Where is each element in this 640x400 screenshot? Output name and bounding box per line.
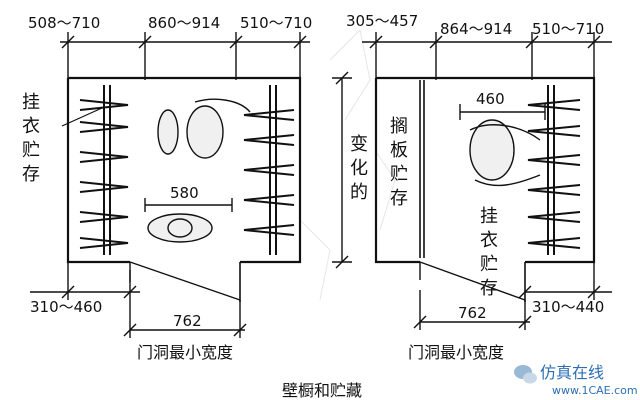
left-top-dimension [60,32,310,80]
person-figures [147,98,251,243]
middle-char-1: 变 [350,134,368,155]
left-hanging-rack-right [243,85,295,255]
left-hanging-label: 挂 衣 贮 存 [22,92,40,185]
right-door-dim: 762 [458,304,487,322]
left-hanging-char-1: 挂 [22,92,40,113]
right-bottom-dimension [518,262,612,300]
right-hanging-label: 挂 衣 贮 存 [480,206,498,299]
right-door-dimension [413,290,532,330]
right-hanging-char-2: 衣 [480,230,498,251]
left-bottom-dimension [30,262,140,300]
left-door-dim: 762 [173,312,202,330]
left-door-dimension [123,300,247,338]
right-top-dimension [362,32,612,80]
right-hanging-char-1: 挂 [480,206,498,227]
left-top-dim-3: 510～710 [240,14,312,32]
right-bottom-right-dim: 310～440 [532,298,604,316]
right-shelf-char-1: 搁 [390,116,408,137]
right-inner-dim: 460 [476,90,505,108]
right-shelf-label: 搁 板 贮 存 [390,116,408,209]
right-person-figure [469,119,541,187]
left-hanging-char-4: 存 [22,164,40,185]
right-closet-walls [374,76,596,302]
middle-char-2: 化 [350,158,368,179]
left-top-dim-2: 860～914 [148,14,220,32]
right-hanging-rack [527,85,581,255]
right-top-dim-2: 864～914 [440,20,512,38]
right-door-caption: 门洞最小宽度 [408,343,504,362]
left-hanging-char-3: 贮 [22,140,40,161]
right-top-dim-1: 305～457 [346,12,418,30]
right-hanging-char-4: 存 [480,278,498,299]
middle-variable-label: 变 化 的 [350,134,368,203]
wechat-icon [514,365,537,384]
middle-char-3: 的 [350,182,368,203]
right-top-dim-3: 510～710 [532,20,604,38]
left-hanging-rack-left [79,85,129,255]
right-shelf-char-2: 板 [390,140,408,161]
shelf-divider [419,80,425,258]
right-hanging-char-3: 贮 [480,254,498,275]
left-hanging-char-2: 衣 [22,116,40,137]
watermark: 仿真在线 www.1CAE.com [514,363,638,397]
figure-caption: 壁橱和贮藏 [282,381,362,400]
left-bottom-left-dim: 310～460 [30,298,102,316]
watermark-text: 仿真在线 [540,363,604,382]
variable-height-dimension [332,71,352,269]
watermark-url: www.1CAE.com [552,384,638,397]
right-shelf-char-3: 贮 [390,164,408,185]
left-top-dim-1: 508～710 [28,14,100,32]
left-closet [30,32,352,338]
left-center-dimension [144,198,233,212]
left-door-caption: 门洞最小宽度 [137,343,233,362]
right-closet [362,32,612,330]
background-sketch [299,28,396,301]
right-shelf-char-4: 存 [390,188,408,209]
left-center-dim: 580 [170,184,199,202]
label-pointer [61,107,103,127]
